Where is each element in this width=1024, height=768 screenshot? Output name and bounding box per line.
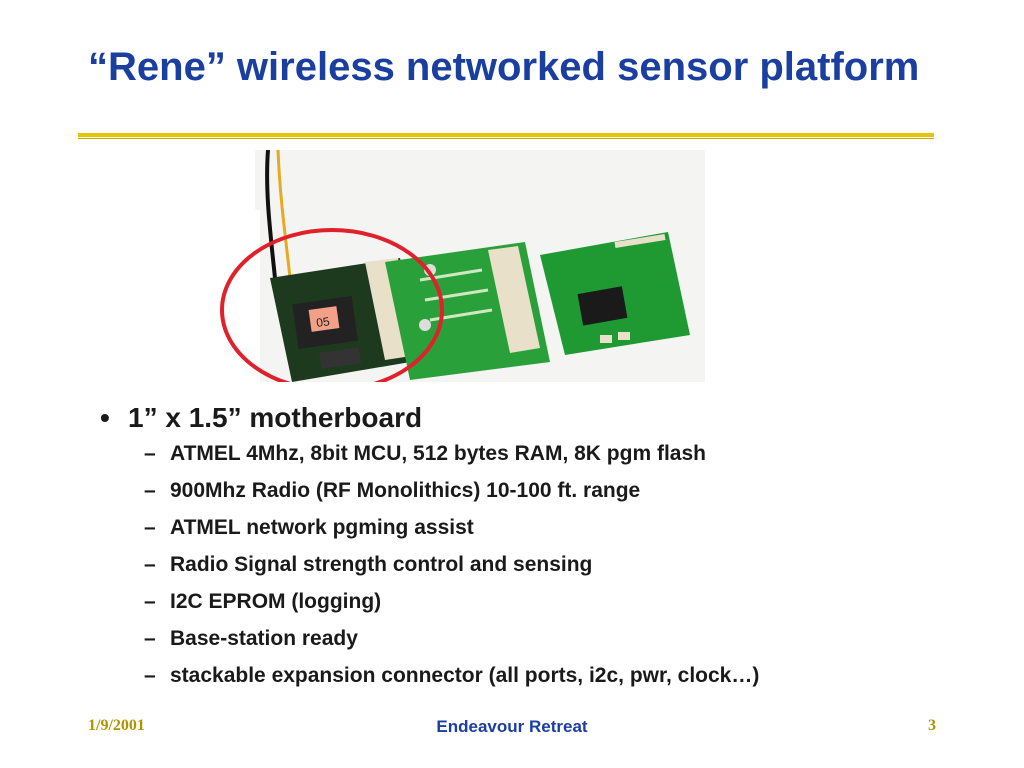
sub-bullet-text: Radio Signal strength control and sensin… bbox=[170, 553, 593, 576]
sub-bullet: –I2C EPROM (logging) bbox=[144, 590, 960, 627]
sub-bullet-marker: – bbox=[144, 516, 156, 539]
footer-date: 1/9/2001 bbox=[88, 717, 145, 734]
slide-title: “Rene” wireless networked sensor platfor… bbox=[88, 45, 920, 89]
sub-bullet-text: ATMEL network pgming assist bbox=[170, 516, 474, 539]
page-number: 3 bbox=[928, 717, 936, 734]
sub-bullet-text: Base-station ready bbox=[170, 627, 358, 650]
bullet-marker: • bbox=[100, 402, 110, 433]
sub-bullet: –ATMEL network pgming assist bbox=[144, 516, 960, 553]
sub-bullet-text: ATMEL 4Mhz, 8bit MCU, 512 bytes RAM, 8K … bbox=[170, 442, 706, 465]
sub-bullet: –Radio Signal strength control and sensi… bbox=[144, 553, 960, 590]
sub-bullet-marker: – bbox=[144, 479, 156, 502]
sub-bullet-text: 900Mhz Radio (RF Monolithics) 10-100 ft.… bbox=[170, 479, 641, 502]
title-rule bbox=[78, 133, 934, 137]
sub-bullet-marker: – bbox=[144, 553, 156, 576]
sub-bullet: –ATMEL 4Mhz, 8bit MCU, 512 bytes RAM, 8K… bbox=[144, 442, 960, 479]
highlight-circle bbox=[220, 228, 444, 382]
sub-bullet-marker: – bbox=[144, 442, 156, 465]
title-rule-shadow bbox=[78, 138, 934, 139]
board-label: 05 bbox=[315, 314, 330, 330]
sensor-board bbox=[540, 232, 690, 355]
sub-bullet: –Base-station ready bbox=[144, 627, 960, 664]
bullet-main: • 1” x 1.5” motherboard bbox=[100, 402, 960, 442]
bullet-list: • 1” x 1.5” motherboard –ATMEL 4Mhz, 8bi… bbox=[100, 402, 960, 701]
sub-bullet-marker: – bbox=[144, 664, 156, 687]
sub-bullet: –900Mhz Radio (RF Monolithics) 10-100 ft… bbox=[144, 479, 960, 516]
bullet-main-text: 1” x 1.5” motherboard bbox=[128, 402, 423, 433]
sub-bullet: –stackable expansion connector (all port… bbox=[144, 664, 960, 701]
sub-bullet-text: I2C EPROM (logging) bbox=[170, 590, 382, 613]
sensor-boards-photo: 05 bbox=[220, 150, 705, 382]
sub-bullet-text: stackable expansion connector (all ports… bbox=[170, 664, 760, 687]
expansion-board bbox=[385, 242, 550, 380]
sub-bullet-marker: – bbox=[144, 590, 156, 613]
footer-title: Endeavour Retreat bbox=[436, 717, 588, 736]
sub-bullet-marker: – bbox=[144, 627, 156, 650]
